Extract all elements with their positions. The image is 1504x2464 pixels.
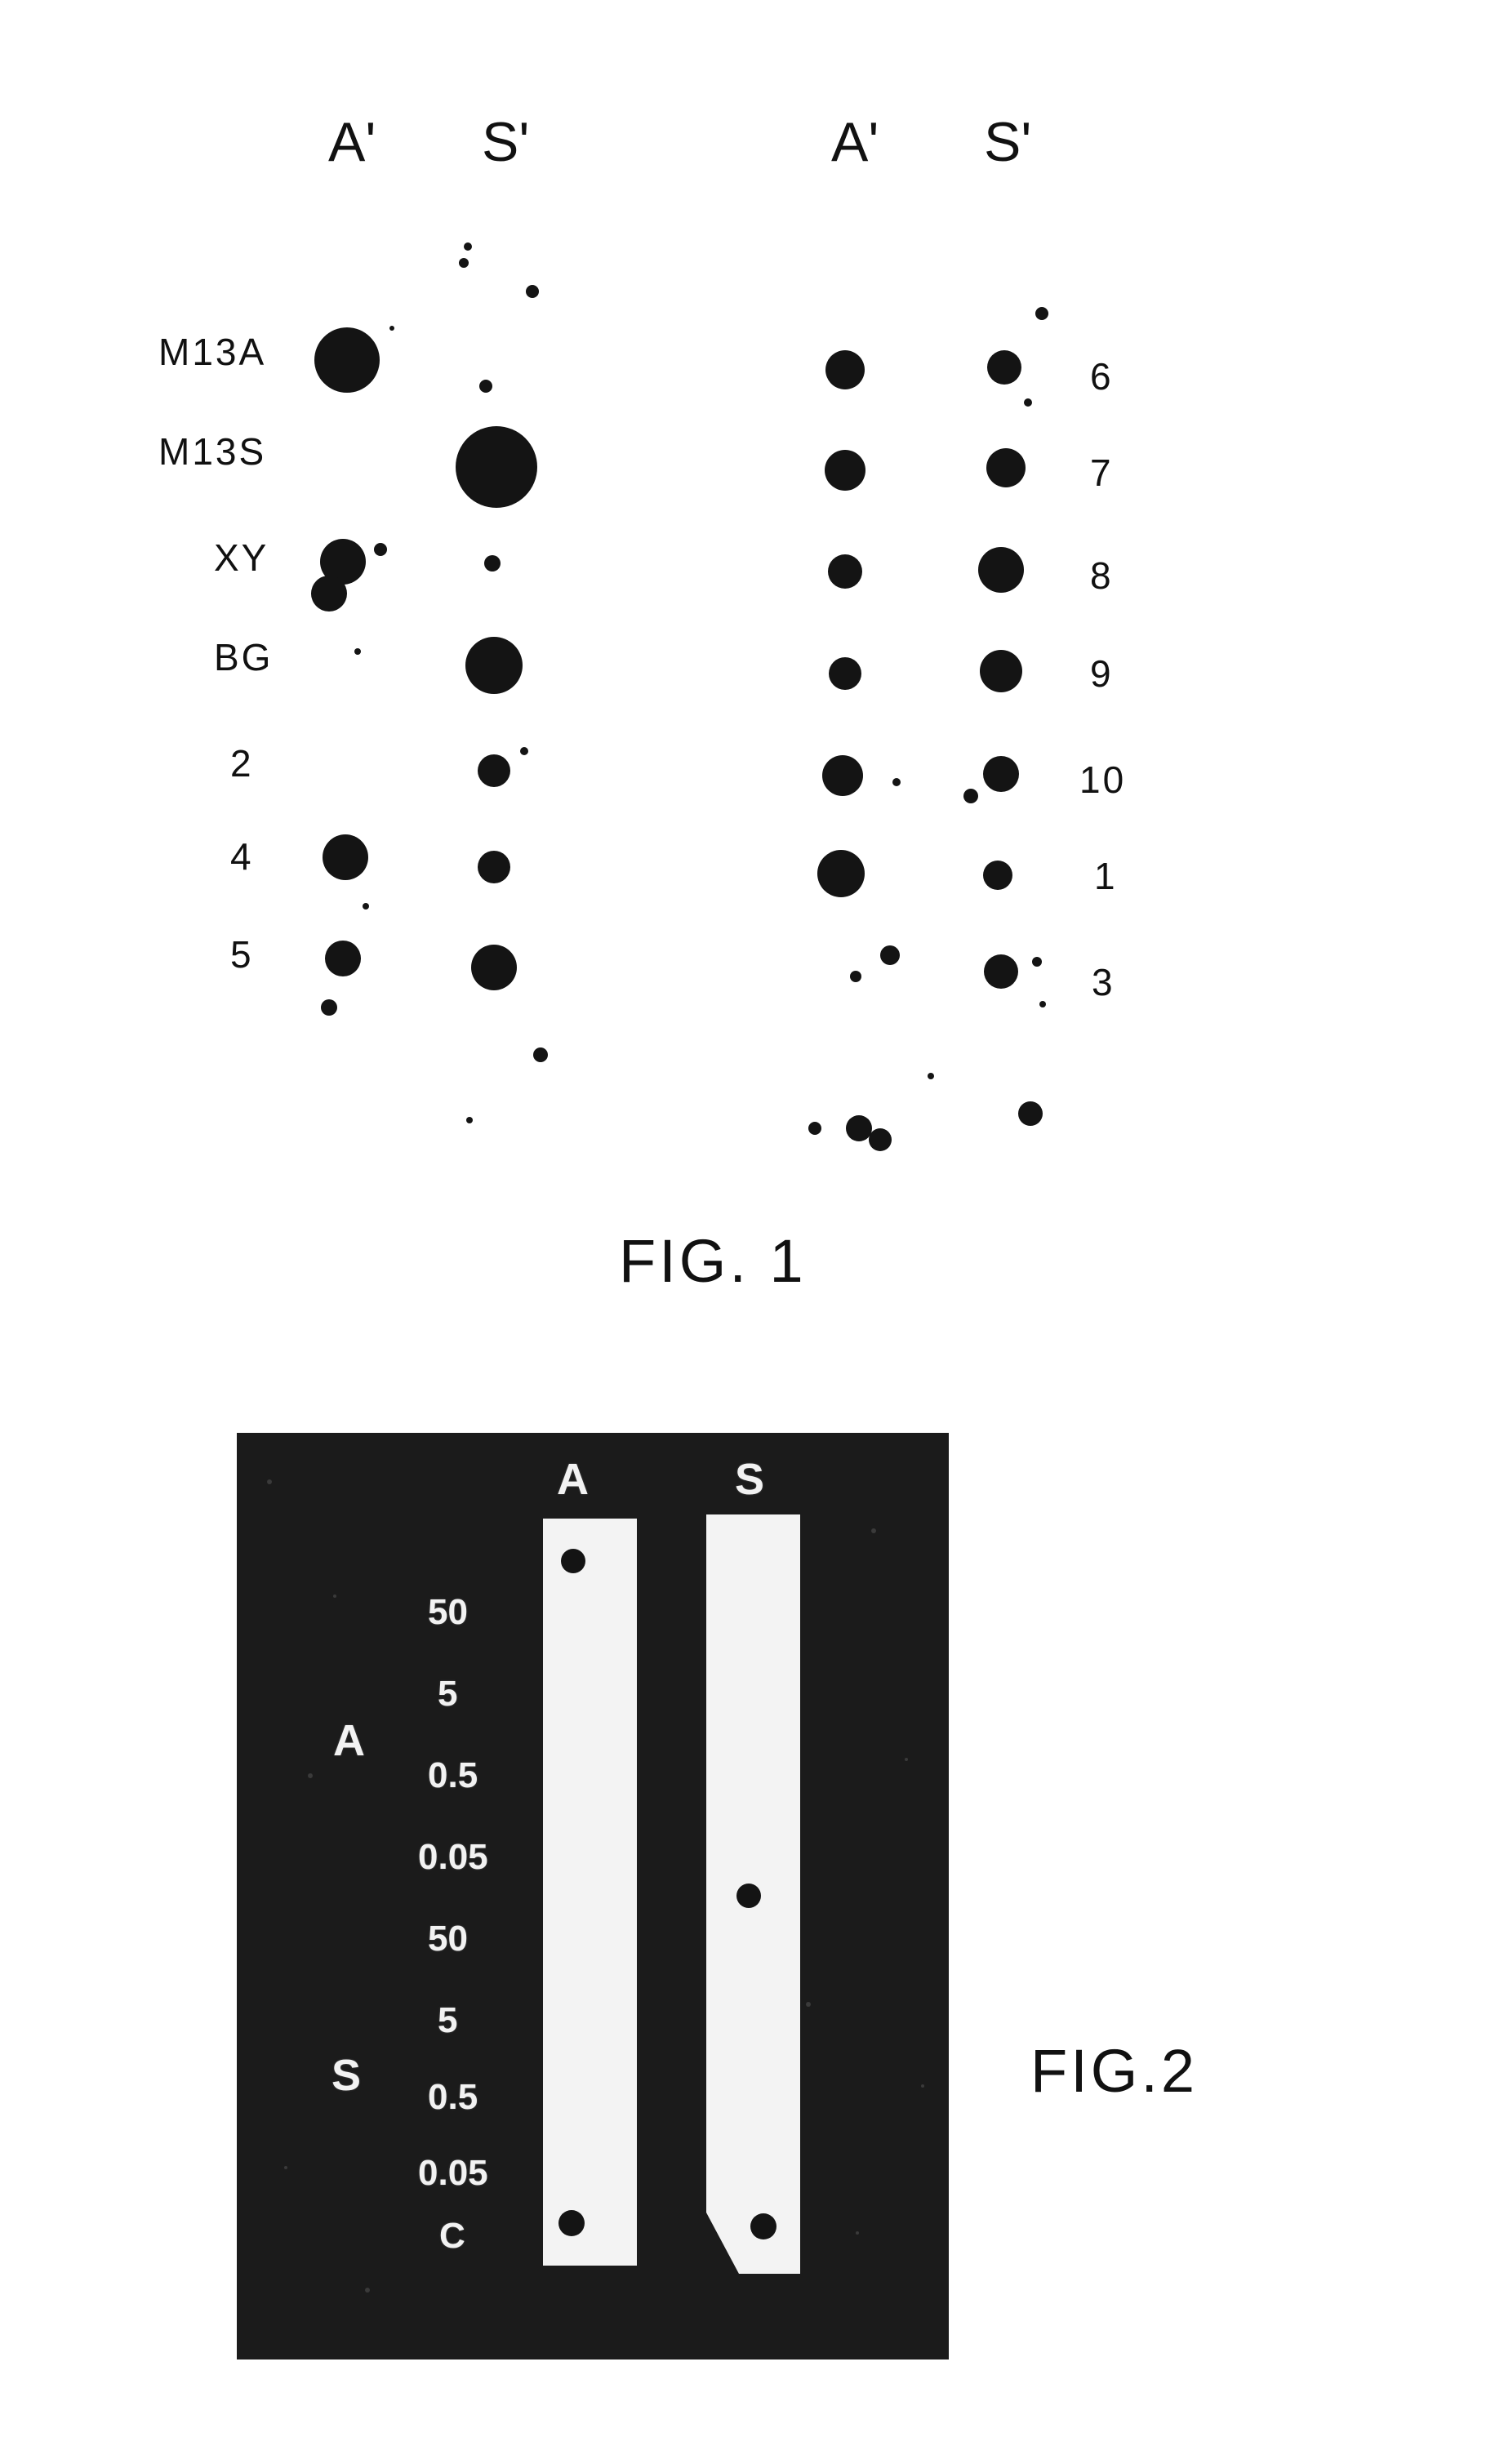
blot-spot [986,448,1026,487]
speck [963,789,978,803]
fig1-caption: FIG. 1 [619,1231,807,1292]
speck [892,778,901,786]
fig2-conc-label: 0.5 [428,2079,478,2115]
blot-spot [484,555,501,572]
fig2-photo-panel: A S A S 50 5 0.5 0.05 50 5 0.5 0.05 C [237,1433,949,2359]
fig2-caption: FIG.2 [1030,2041,1198,2102]
blot-spot [983,861,1012,890]
blot-spot [829,657,861,690]
speck [466,1117,473,1123]
fig2-group-label-a: A [333,1719,365,1763]
blot-spot [321,999,337,1016]
fig2-conc-label: 0.05 [418,2155,488,2191]
speck [354,648,361,655]
speck [374,543,387,556]
blot-spot [978,547,1024,593]
fig2-conc-label: C [439,2218,465,2254]
speck [533,1047,548,1062]
speck [389,326,394,331]
strip-a [543,1519,637,2266]
fig2-conc-label: 0.05 [418,1839,488,1875]
blot-spot [983,756,1019,792]
strip-spot [558,2210,585,2236]
speck [526,285,539,298]
blot-spot [828,554,862,589]
blot-spot [980,650,1022,692]
blot-spot [1018,1101,1043,1126]
fig2-conc-label: 5 [438,2003,457,2039]
fig2-conc-label: 0.5 [428,1758,478,1794]
fig2-group-label-s: S [332,2053,361,2097]
blot-spot [325,941,361,976]
fig2-conc-label: 5 [438,1676,457,1712]
speck [869,1128,892,1151]
blot-spot [478,851,510,883]
speck [1035,307,1048,320]
fig2-strips [237,1433,949,2359]
blot-spot [323,834,368,880]
speck [520,747,528,755]
speck [1032,957,1042,967]
fig2-conc-label: 50 [428,1921,468,1957]
speck [1024,398,1032,407]
blot-spot [465,637,523,694]
strip-spot [561,1549,585,1573]
blot-spot [825,350,865,389]
fig2-strip-header-a: A [557,1457,589,1501]
blot-spot [311,576,347,612]
speck [363,903,369,910]
speck [846,1115,872,1141]
speck [880,945,900,965]
speck [808,1122,821,1135]
blot-spot [456,426,537,508]
blot-spot [314,327,380,393]
speck [1039,1001,1046,1007]
speck [928,1073,934,1079]
fig1-dot-blot [0,0,1504,1225]
blot-spot [984,954,1018,989]
blot-spot [987,350,1021,385]
speck [850,971,861,982]
fig2-strip-header-s: S [735,1457,764,1501]
blot-spot [822,755,863,796]
speck [459,258,469,268]
blot-spot [825,450,865,491]
speck [464,242,472,251]
strip-spot [750,2213,776,2239]
strip-spot [736,1884,761,1908]
blot-spot [817,850,865,897]
blot-spot [479,380,492,393]
blot-spot [478,754,510,787]
blot-spot [471,945,517,990]
fig2-conc-label: 50 [428,1594,468,1630]
